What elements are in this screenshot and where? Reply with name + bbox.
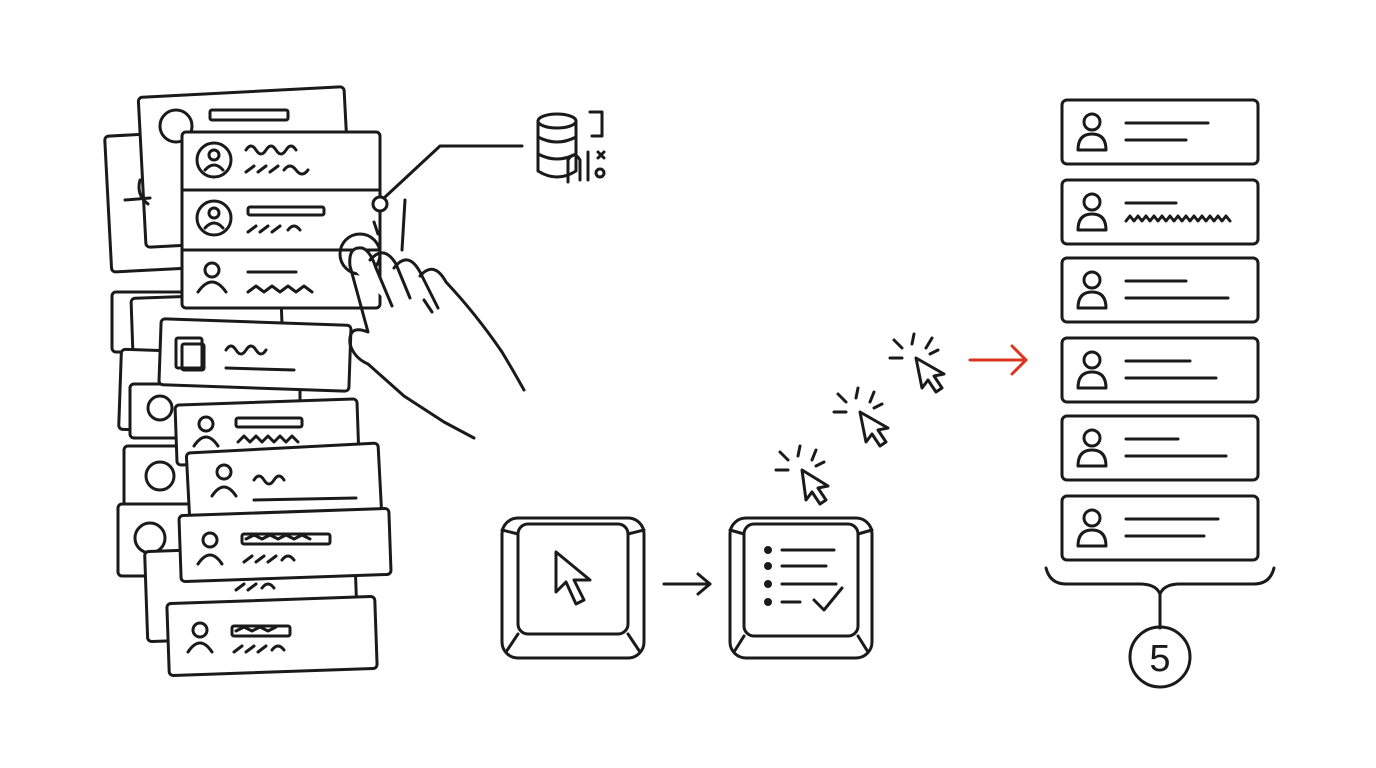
connector-line bbox=[371, 144, 524, 252]
count-label: 5 bbox=[1149, 638, 1170, 680]
card bbox=[157, 317, 353, 393]
squiggle-text bbox=[246, 224, 302, 234]
image-icon bbox=[174, 336, 204, 370]
avatar bbox=[195, 199, 233, 237]
person-icon bbox=[1076, 428, 1108, 468]
squiggle-text bbox=[246, 284, 314, 294]
messy-card-pile bbox=[103, 85, 393, 677]
squiggle-text bbox=[232, 644, 286, 654]
person-icon bbox=[1076, 112, 1108, 152]
placeholder-bar bbox=[234, 416, 304, 429]
squiggle-text bbox=[252, 474, 286, 486]
avatar bbox=[158, 108, 194, 144]
arrow-right-icon bbox=[662, 572, 712, 596]
count-brace bbox=[1044, 566, 1276, 689]
database-schema-icon bbox=[536, 110, 606, 184]
checklist-key bbox=[728, 516, 874, 660]
pointing-hand-icon bbox=[338, 232, 526, 440]
squiggle-text bbox=[244, 164, 310, 176]
checklist-icon bbox=[764, 546, 844, 612]
person-icon bbox=[1076, 350, 1108, 390]
avatar bbox=[146, 394, 174, 422]
click-cursor-icon bbox=[888, 332, 946, 394]
result-arrow-icon bbox=[968, 344, 1028, 376]
list-row bbox=[1060, 336, 1260, 404]
placeholder-bar bbox=[208, 108, 290, 122]
squiggle-text bbox=[242, 554, 296, 564]
list-row bbox=[1060, 256, 1260, 324]
squiggle-text bbox=[244, 144, 298, 156]
list-row bbox=[1060, 178, 1260, 246]
person-icon bbox=[1076, 270, 1108, 310]
list-row bbox=[1060, 494, 1260, 562]
person-icon bbox=[1076, 192, 1108, 232]
list-row bbox=[1060, 414, 1260, 482]
click-cursor-icon bbox=[774, 444, 830, 506]
count-badge bbox=[1128, 625, 1192, 689]
avatar bbox=[144, 460, 176, 492]
person-icon bbox=[1076, 508, 1108, 548]
list-row bbox=[1060, 98, 1260, 166]
text-line bbox=[1124, 214, 1232, 223]
squiggle-text bbox=[236, 434, 300, 444]
avatar bbox=[195, 141, 233, 179]
squiggle-text bbox=[224, 344, 268, 356]
click-cursor-icon bbox=[832, 386, 890, 448]
organized-list bbox=[1060, 98, 1260, 562]
cursor-arrow-icon bbox=[554, 550, 592, 606]
cursor-key bbox=[500, 516, 646, 660]
placeholder-bar bbox=[246, 205, 326, 217]
card-main bbox=[180, 130, 382, 310]
